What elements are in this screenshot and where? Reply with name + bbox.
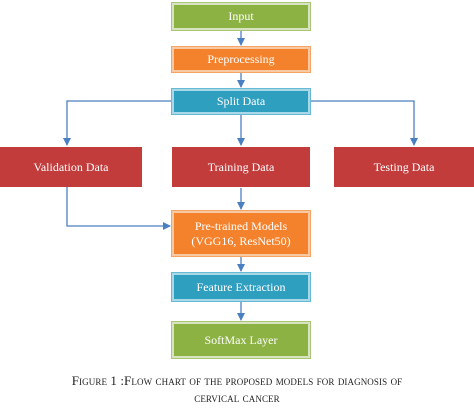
softmax-layer-box: SoftMax Layer — [172, 322, 310, 358]
testing-data-label: Testing Data — [373, 159, 435, 174]
feature-extraction-label: Feature Extraction — [196, 279, 286, 294]
split-data-box: Split Data — [172, 89, 310, 114]
arrow-split-to-testing — [310, 100, 418, 146]
pretrained-models-sublabel: (VGG16, ResNet50) — [191, 233, 291, 248]
figure-caption-line2: cervical cancer — [194, 390, 280, 405]
testing-data-box: Testing Data — [334, 147, 474, 187]
figure-caption-line1: Figure 1 :Flow chart of the proposed mod… — [71, 373, 403, 388]
training-data-label: Training Data — [207, 159, 275, 174]
softmax-layer-label: SoftMax Layer — [204, 332, 278, 347]
feature-extraction-box: Feature Extraction — [172, 273, 310, 301]
preprocessing-label: Preprocessing — [207, 52, 275, 66]
validation-data-box: Validation Data — [0, 147, 142, 187]
input-label: Input — [228, 9, 254, 23]
training-data-box: Training Data — [172, 147, 310, 187]
input-box: Input — [172, 3, 310, 30]
figure-caption: Figure 1 :Flow chart of the proposed mod… — [0, 372, 474, 406]
validation-data-label: Validation Data — [33, 159, 109, 174]
arrow-split-to-validation — [63, 100, 172, 146]
split-data-label: Split Data — [216, 94, 266, 108]
preprocessing-box: Preprocessing — [172, 47, 310, 72]
pretrained-models-box: Pre-trained Models (VGG16, ResNet50) — [172, 211, 310, 256]
pretrained-models-label: Pre-trained Models — [194, 218, 288, 233]
arrow-validation-to-models — [66, 187, 171, 230]
